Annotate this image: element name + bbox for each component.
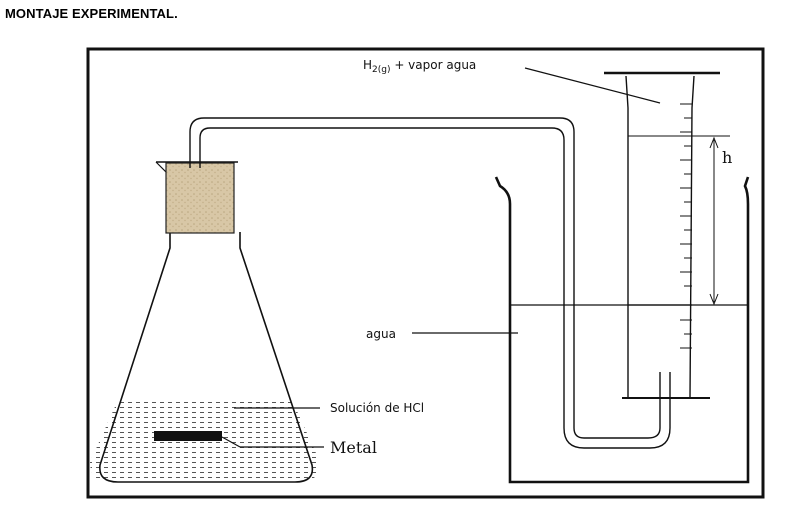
flask-stopper [165, 162, 235, 234]
height-label: h [722, 148, 732, 167]
height-marker [690, 136, 738, 306]
hcl-solution [90, 400, 320, 482]
page-title: MONTAJE EXPERIMENTAL. [5, 6, 178, 21]
metal-piece [154, 431, 222, 441]
diagram-frame [86, 47, 765, 499]
leader-lines [221, 67, 661, 448]
cylinder-graduations [680, 103, 692, 349]
gas-label: H2(g) + vapor agua [363, 58, 476, 75]
beaker [494, 176, 750, 484]
graduated-cylinder [604, 71, 730, 399]
metal-leader [221, 436, 241, 448]
gas-leader [524, 67, 661, 104]
metal-label: Metal [330, 438, 377, 457]
water-label: agua [366, 327, 396, 341]
solution-label: Solución de HCl [330, 401, 424, 415]
delivery-tube [189, 117, 671, 449]
